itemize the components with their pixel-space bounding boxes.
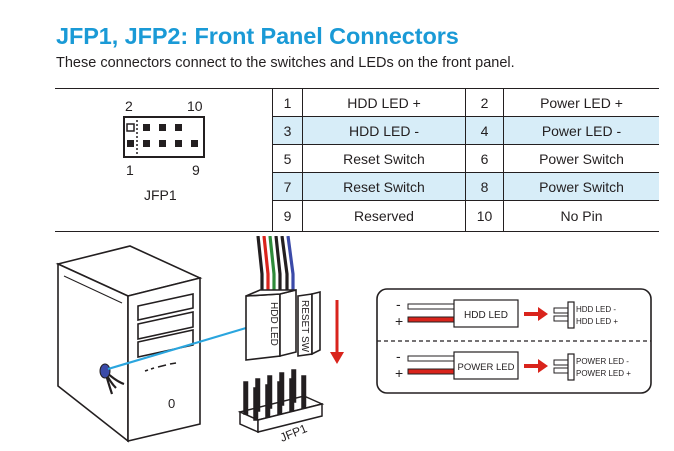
pin-label-9: 9: [192, 162, 200, 178]
pc-case-icon: [55, 245, 203, 443]
hdd-led-row: - + HDD LED HDD LED - HDD LED +: [395, 296, 618, 329]
power-led-plus-pin: POWER LED +: [576, 369, 631, 378]
arrow-right-icon: [524, 307, 548, 321]
pinout-table: 2 10 1 9 JFP1 1 HDD LED + 2 Power LED + …: [55, 88, 659, 232]
table-row: 1 HDD LED + 2 Power LED +: [273, 89, 659, 117]
plus-sign: +: [395, 313, 403, 329]
minus-sign: -: [396, 296, 401, 312]
pin-number: 3: [273, 117, 303, 144]
led-polarity-legend: - + HDD LED HDD LED - HDD LED + - + POWE…: [376, 288, 652, 394]
pin-number: 5: [273, 145, 303, 172]
case-cable-bundle: [99, 363, 125, 395]
plus-sign: +: [395, 365, 403, 381]
hdd-led-minus-pin: HDD LED -: [576, 305, 616, 314]
pin-signal: Reset Switch: [303, 145, 466, 172]
pin-label-1: 1: [126, 162, 134, 178]
pin-signal: Power LED -: [541, 122, 622, 139]
connector-name: JFP1: [144, 187, 177, 203]
table-row: 5 Reset Switch 6 Power Switch: [273, 145, 659, 173]
pin-label-2: 2: [125, 98, 133, 114]
power-led-plug: POWER LED: [457, 362, 514, 373]
cable-label-reset-sw: RESET SW: [299, 300, 310, 353]
pin-number: 10: [466, 201, 504, 231]
pin-label-10: 10: [187, 98, 203, 114]
pin-header-diagram: 2 10 1 9 JFP1: [55, 89, 273, 231]
arrow-right-icon: [524, 359, 548, 373]
pin-signal: HDD LED +: [303, 89, 466, 116]
minus-sign: -: [396, 348, 401, 364]
page-subtitle: These connectors connect to the switches…: [56, 55, 515, 71]
table-row: 7 Reset Switch 8 Power Switch: [273, 173, 659, 201]
table-row: 3 HDD LED - 4 Power LED -: [273, 117, 659, 145]
pin-number: 2: [466, 89, 504, 116]
table-row: 9 Reserved 10 No Pin: [273, 201, 659, 231]
hdd-led-plus-pin: HDD LED +: [576, 317, 618, 326]
pin-signal: HDD LED -: [303, 117, 466, 144]
pin-number: 4: [466, 117, 504, 144]
pin-header-icon: [123, 116, 205, 158]
header-pins-icon: [237, 369, 325, 434]
power-led-row: - + POWER LED POWER LED - POWER LED +: [395, 348, 631, 381]
power-led-minus-pin: POWER LED -: [576, 357, 629, 366]
pin-number: 9: [273, 201, 303, 231]
pin-signal: Power Switch: [539, 178, 624, 195]
pin-signal: Reserved: [303, 201, 466, 231]
pin-signal: Reset Switch: [303, 173, 466, 200]
pin-number: 1: [273, 89, 303, 116]
pin-signal: No Pin: [560, 208, 603, 224]
connection-line: [107, 326, 247, 371]
pin-signal: Power Switch: [539, 150, 624, 167]
pin-number: 8: [466, 173, 504, 200]
cable-label-hdd-led: HDD LED: [268, 302, 279, 346]
hdd-led-plug: HDD LED: [464, 310, 508, 321]
installation-illustration: 0 HDD LED RESET SW: [55, 236, 344, 445]
pin-number: 6: [466, 145, 504, 172]
pin-signal: Power LED +: [540, 94, 623, 111]
pin-number: 7: [273, 173, 303, 200]
connector-housings: [245, 288, 321, 361]
cable-wires: [256, 236, 295, 294]
page-title: JFP1, JFP2: Front Panel Connectors: [56, 23, 459, 49]
case-power-button: 0: [168, 396, 175, 411]
insert-arrow-icon: [330, 300, 344, 364]
